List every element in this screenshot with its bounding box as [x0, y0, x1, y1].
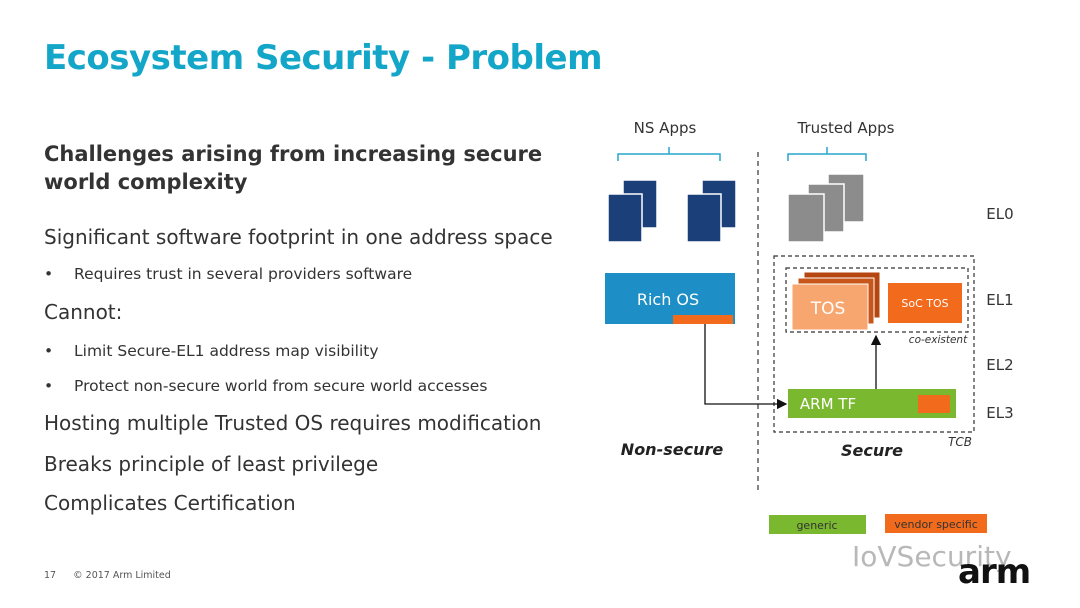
tos-label: TOS	[810, 299, 846, 319]
co-existent-boundary	[785, 267, 969, 333]
text-line-5: Complicates Certification	[44, 491, 296, 515]
secure-label: Secure	[841, 441, 903, 460]
ns-apps-label: NS Apps	[634, 119, 697, 137]
bullet-dot: •	[44, 342, 54, 360]
slide-title: Ecosystem Security - Problem	[44, 38, 603, 78]
text-line-2: Cannot:	[44, 300, 123, 324]
trusted-apps-label: Trusted Apps	[797, 119, 895, 137]
bullet-text: Limit Secure-EL1 address map visibility	[74, 342, 379, 360]
bullet-item-3: • Protect non-secure world from secure w…	[44, 377, 584, 397]
legend-generic-label: generic	[796, 519, 837, 532]
bullet-dot: •	[44, 265, 54, 283]
rich-os-vendor-part	[673, 315, 733, 324]
el3-label: EL3	[986, 404, 1013, 422]
ns-app-icon	[607, 179, 658, 243]
el0-label: EL0	[986, 205, 1013, 223]
bullet-text: Requires trust in several providers soft…	[74, 265, 413, 283]
text-line-1: Significant software footprint in one ad…	[44, 225, 553, 249]
non-secure-label: Non-secure	[621, 440, 724, 459]
watermark: IoVSecurity	[852, 540, 1012, 573]
smc-call-arrow	[704, 324, 788, 410]
trusted-app-icon	[787, 173, 865, 243]
tos-stack	[791, 271, 881, 331]
trusted-apps-bracket	[787, 147, 867, 161]
soc-tos-box	[888, 283, 962, 323]
section-heading: Challenges arising from increasing secur…	[44, 142, 543, 194]
bullet-dot: •	[44, 377, 54, 395]
tcb-label: TCB	[948, 435, 972, 449]
rich-os-label: Rich OS	[637, 290, 699, 309]
arm-logo: arm	[958, 552, 1031, 592]
bullet-text: Protect non-secure world from secure wor…	[74, 377, 488, 395]
page-number: 17	[44, 570, 57, 581]
legend-vendor-label: vendor specific	[894, 518, 978, 531]
footer: 17 © 2017 Arm Limited	[44, 570, 171, 581]
soc-tos-label: SoC TOS	[901, 297, 948, 310]
el2-label: EL2	[986, 356, 1013, 374]
arm-tf-label: ARM TF	[800, 395, 856, 413]
legend-vendor-swatch	[885, 514, 987, 533]
ns-apps-bracket	[617, 147, 721, 161]
text-line-4: Breaks principle of least privilege	[44, 452, 379, 476]
bullet-item-1: • Requires trust in several providers so…	[44, 265, 584, 285]
bullet-item-2: • Limit Secure-EL1 address map visibilit…	[44, 342, 584, 362]
text-line-3: Hosting multiple Trusted OS requires mod…	[44, 411, 542, 435]
arm-tf-vendor-part	[918, 395, 950, 413]
copyright: © 2017 Arm Limited	[73, 570, 171, 581]
ns-app-icon	[686, 179, 737, 243]
el1-label: EL1	[986, 291, 1013, 309]
co-existent-label: co-existent	[909, 334, 968, 346]
legend-generic-swatch	[769, 515, 866, 534]
tcb-boundary	[773, 255, 975, 433]
